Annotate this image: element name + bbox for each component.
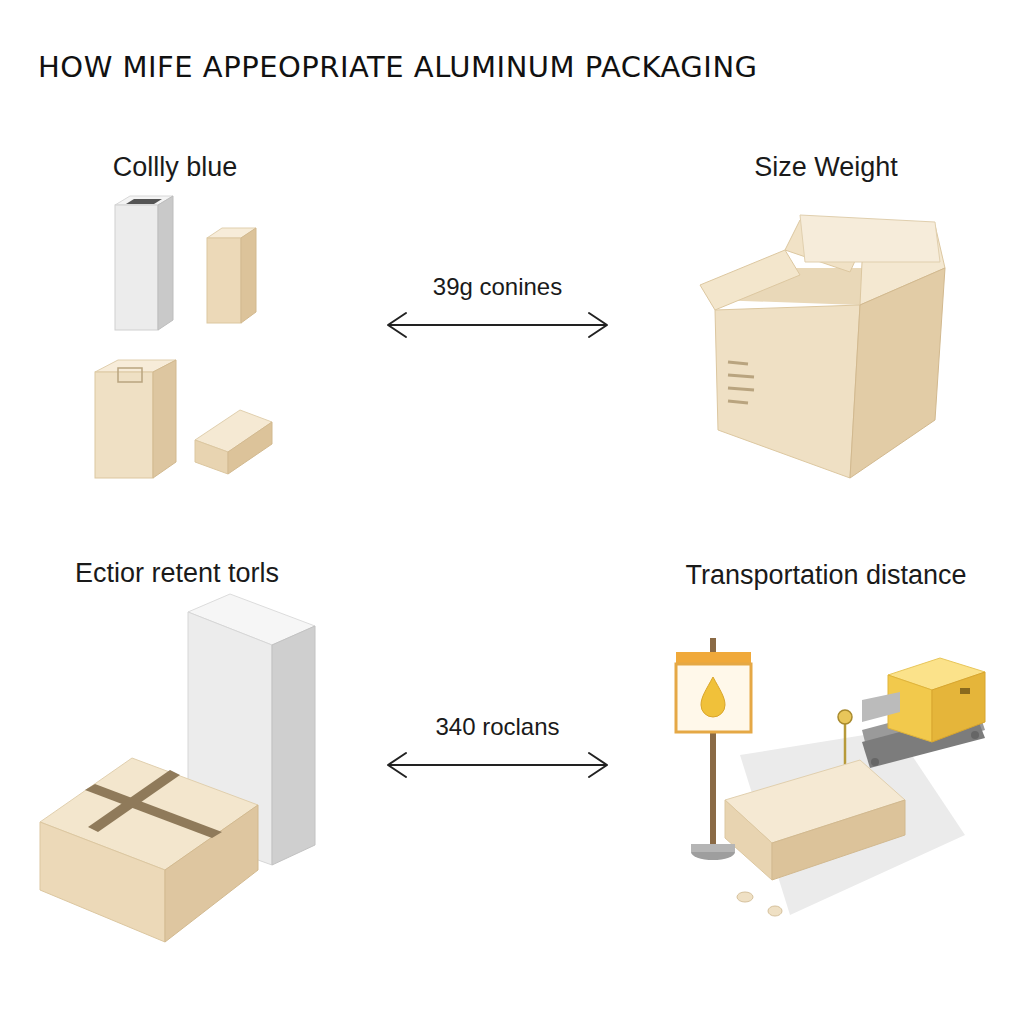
package-group [95, 196, 272, 478]
factor-panel: Collly blue [40, 145, 388, 505]
factor-panel: Ectior retent torls [40, 555, 388, 975]
factor-heading: Collly blue [113, 151, 238, 183]
arrow-label: 340 roclans [431, 712, 563, 743]
package-stack [40, 594, 315, 942]
diagram-title: HOW MIFE APPEOPRIATE ALUMINUM PACKAGING [38, 50, 758, 84]
factor-panel: Transportation distance [607, 555, 1012, 975]
transport-scene [676, 638, 985, 916]
factor-heading: Transportation distance [685, 559, 966, 591]
factor-heading: Size Weight [754, 151, 898, 183]
double-arrow [388, 324, 607, 326]
arrow-label: 39g conines [429, 272, 566, 303]
cardboard-box [700, 215, 945, 478]
factor-heading: Ectior retent torls [75, 557, 279, 589]
factor-panel: Size Weight [607, 145, 1012, 505]
double-arrow [388, 764, 607, 766]
